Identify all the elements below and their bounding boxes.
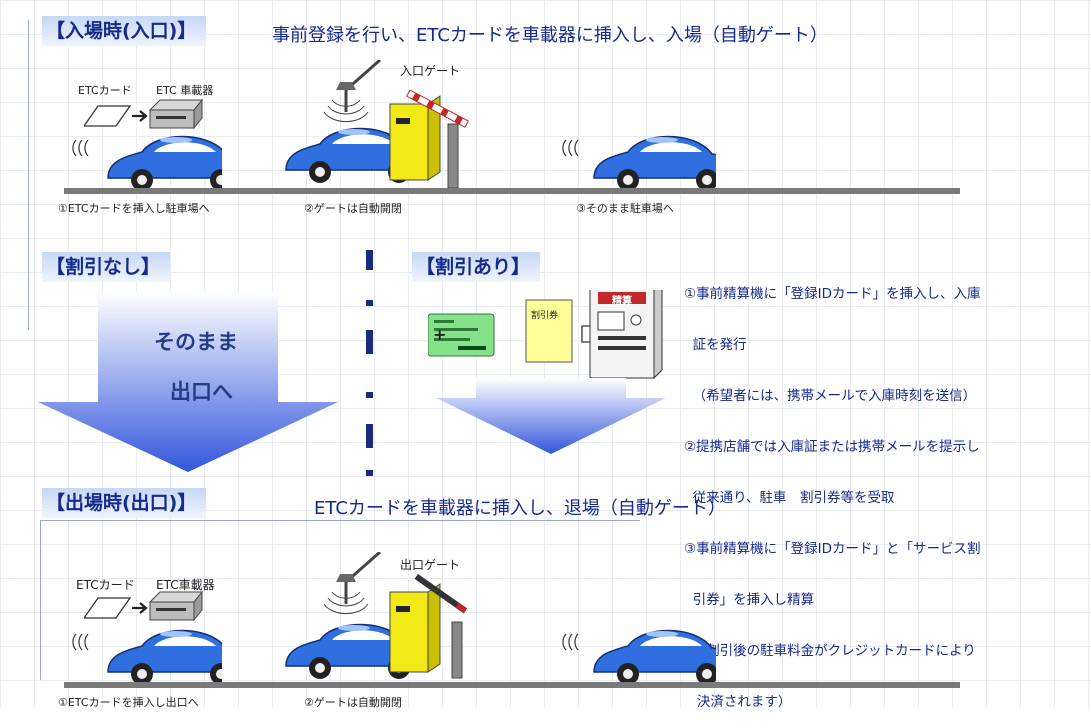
car-entering-diagram <box>72 135 222 192</box>
entry-caption-1: ①ETCカードを挿入し駐車場へ <box>58 202 210 215</box>
gate-box-icon <box>389 103 429 181</box>
crosshair-line <box>28 20 29 330</box>
discount-step-line: ③事前精算機に「登録IDカード」と「サービス割 <box>684 541 981 557</box>
car-icon <box>107 629 222 686</box>
signal-waves-icon <box>562 139 579 157</box>
discount-header: 【割引あり】 <box>412 252 541 282</box>
etc-unit-icon <box>149 591 203 621</box>
discount-step-line: 証を発行 <box>684 337 747 353</box>
discount-step-line: （割引後の駐車料金がクレジットカードにより <box>684 643 976 659</box>
exit-caption-2: ②ゲートは自動開閉 <box>304 696 402 709</box>
discount-step-line: （希望者には、携帯メールで入庫時刻を送信） <box>684 388 977 404</box>
antenna-icon <box>322 60 382 124</box>
signal-waves-icon <box>72 633 89 651</box>
discount-steps: ①事前精算機に「登録IDカード」を挿入し、入庫 証を発行 （希望者には、携帯メー… <box>684 252 980 728</box>
etc-card-icon <box>84 105 131 127</box>
discount-step-line: 引券」を挿入し精算 <box>684 592 815 608</box>
down-arrow-discount <box>436 378 666 454</box>
arrow-right-icon <box>132 110 148 122</box>
exit-caption-1: ①ETCカードを挿入し出口へ <box>58 696 199 709</box>
discount-step-line: ①事前精算機に「登録IDカード」を挿入し、入庫 <box>684 286 981 302</box>
coupon-icon <box>525 299 573 363</box>
exit-frame-line <box>40 520 41 680</box>
signal-waves-icon <box>562 633 579 651</box>
divider-dash <box>366 330 373 354</box>
machine-sign-label: 精算 <box>612 296 632 307</box>
divider-dash <box>366 470 373 476</box>
gate-bar-icon <box>406 89 469 128</box>
exit-header: 【出場時(出口)】 <box>42 488 207 518</box>
plus-sign: + <box>433 325 447 344</box>
divider-dash <box>366 250 373 270</box>
exit-car-leaving-diagram <box>562 629 716 686</box>
discount-step-line: ②提携店舗では入庫証または携帯メールを提示し <box>684 439 980 455</box>
discount-process-diagram <box>428 290 663 380</box>
divider-dash <box>366 300 373 306</box>
entry-gate-diagram <box>285 60 469 189</box>
car-icon <box>107 135 222 192</box>
etc-unit-label: ETC 車載器 <box>156 84 214 97</box>
no-discount-line1: そのまま <box>154 330 238 354</box>
entry-headline: 事前登録を行い、ETCカードを車載器に挿入し、入場（自動ゲート） <box>272 25 828 46</box>
coupon-label: 割引券 <box>531 311 559 321</box>
gate-bar-icon <box>414 574 468 614</box>
signal-waves-icon <box>72 139 89 157</box>
entry-header: 【入場時(入口)】 <box>42 16 207 46</box>
exit-gate-label: 出口ゲート <box>400 558 461 572</box>
payment-machine-icon <box>589 290 655 379</box>
gate-box-icon <box>389 591 429 673</box>
exit-frame-line <box>40 520 640 521</box>
divider-dash <box>366 424 373 448</box>
arrow-right-icon <box>132 602 148 614</box>
entry-road <box>64 188 960 194</box>
exit-etc-unit-label: ETC車載器 <box>156 578 215 592</box>
down-arrow-no-discount <box>38 292 338 472</box>
exit-road <box>64 682 960 688</box>
car-icon <box>593 135 716 192</box>
exit-gate-diagram <box>285 552 468 680</box>
exit-etc-insert-diagram <box>84 591 203 621</box>
etc-card-label: ETCカード <box>78 84 132 97</box>
entry-caption-2: ②ゲートは自動開閉 <box>304 202 402 215</box>
discount-step-line: 決済されます） <box>684 694 792 710</box>
entry-caption-3: ③そのまま駐車場へ <box>576 202 674 215</box>
divider-dash <box>366 392 373 398</box>
no-discount-line2: 出口へ <box>170 380 233 404</box>
exit-car-diagram <box>72 629 222 686</box>
discount-step-line: 従来通り、駐車 割引券等を受取 <box>684 490 895 506</box>
exit-etc-card-label: ETCカード <box>76 578 135 592</box>
exit-headline: ETCカードを車載器に挿入し、退場（自動ゲート） <box>314 498 726 519</box>
no-discount-header: 【割引なし】 <box>42 252 171 282</box>
entry-gate-label: 入口ゲート <box>400 64 461 78</box>
car-icon <box>593 629 716 686</box>
antenna-icon <box>322 552 382 616</box>
etc-card-icon <box>84 597 131 619</box>
etc-card-insert-diagram <box>84 99 203 129</box>
car-parked-diagram <box>562 135 716 192</box>
id-card-icon <box>428 313 495 357</box>
